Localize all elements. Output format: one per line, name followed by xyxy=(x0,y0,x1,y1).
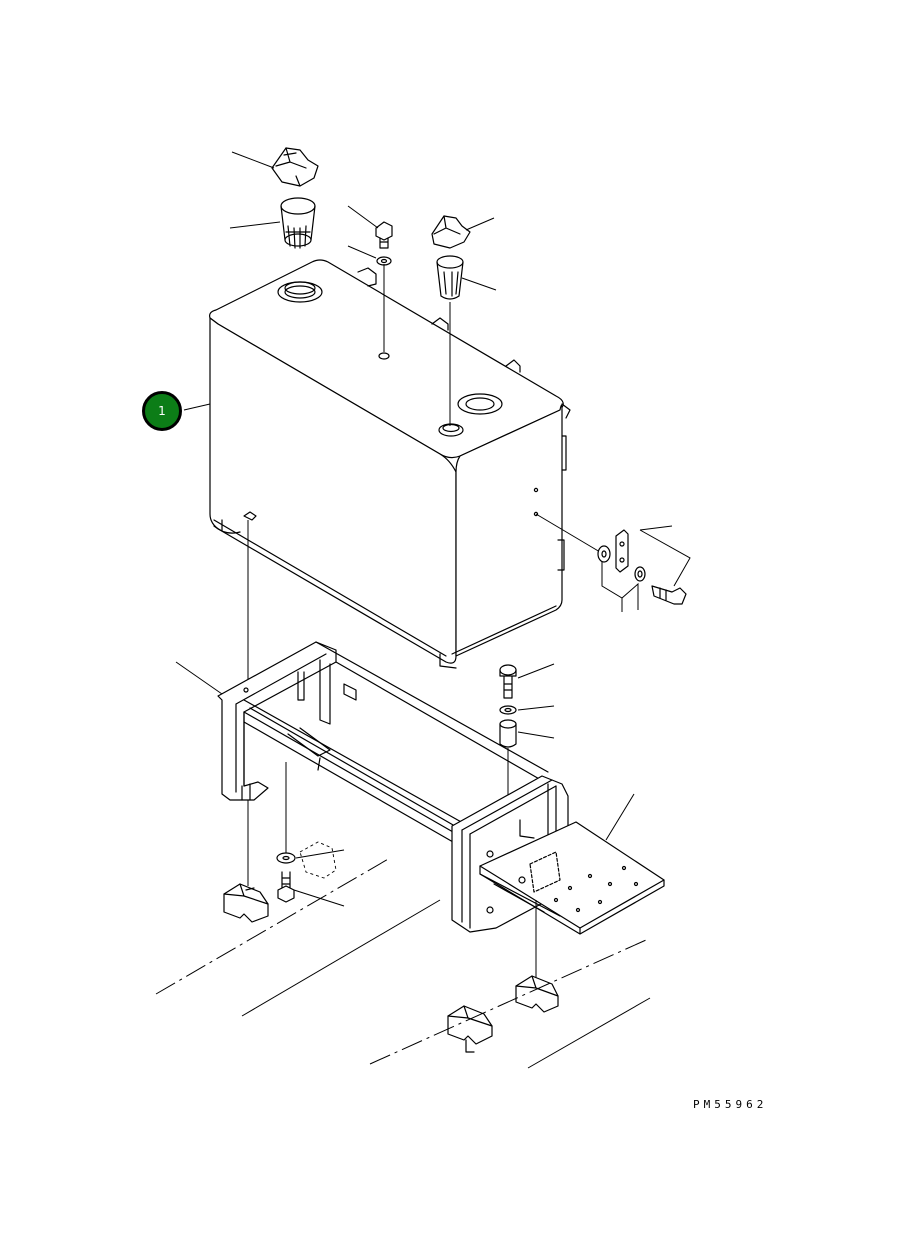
leader-washer-small xyxy=(347,245,377,259)
leader-step-plate xyxy=(605,793,635,841)
leader-filler-cap-left xyxy=(231,151,275,169)
leader-mount-bolt xyxy=(517,663,555,679)
assembly-line-gauge xyxy=(535,513,601,553)
tank-body-icon xyxy=(209,259,571,669)
leader-filler-cap-right xyxy=(465,217,495,231)
strainer-right-icon xyxy=(436,255,464,300)
leader-strainer-right xyxy=(461,277,497,291)
leader-gauge-bracket xyxy=(639,525,691,587)
mount-washer-icon xyxy=(499,705,517,715)
leader-gauge-group xyxy=(601,562,639,612)
strainer-left-icon xyxy=(280,197,316,249)
frame-rail-1 xyxy=(155,857,391,995)
frame-rail-2 xyxy=(241,899,441,1017)
leader-strainer-left xyxy=(229,221,281,229)
mount-collar-icon xyxy=(499,719,517,748)
washer-small-icon xyxy=(376,256,392,266)
mount-block-left-icon xyxy=(223,883,269,923)
mount-ghost-icon xyxy=(299,841,337,879)
lower-bolt-icon xyxy=(277,871,295,903)
drawing-code: PM55962 xyxy=(693,1098,768,1111)
filler-cap-right-icon xyxy=(431,215,471,249)
leader-lower-bolt xyxy=(293,889,345,907)
frame-rail-3 xyxy=(369,939,647,1065)
leader-bolt-small xyxy=(347,205,379,229)
leader-tank-callout xyxy=(183,403,211,411)
bolt-small-icon xyxy=(375,221,393,249)
frame-rail-4 xyxy=(527,997,651,1069)
gauge-clamp-icon xyxy=(597,529,687,605)
filler-cap-left-icon xyxy=(271,147,319,187)
lower-washer-icon xyxy=(276,852,296,864)
leader-lower-washer xyxy=(295,849,345,859)
step-plate-icon xyxy=(479,821,665,935)
leader-mount-collar xyxy=(517,731,555,739)
mount-block-center-icon xyxy=(515,975,559,1013)
part-callout-1[interactable]: 1 xyxy=(142,391,182,431)
leader-frame xyxy=(175,661,223,695)
mount-bolt-icon xyxy=(499,664,517,699)
mount-block-lower-icon xyxy=(447,1005,493,1053)
leader-mount-washer xyxy=(517,705,555,711)
